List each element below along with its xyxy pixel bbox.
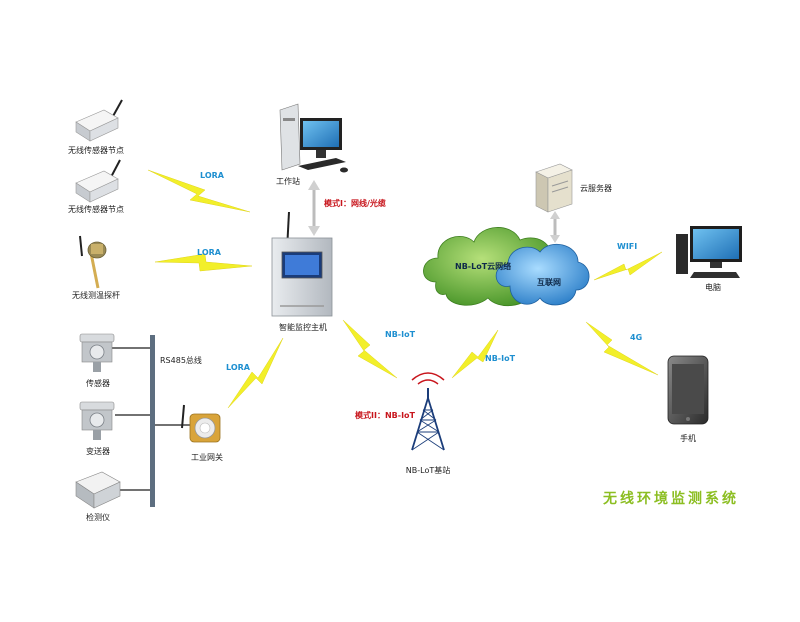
rs485-bus <box>112 335 195 507</box>
nb-base-station-icon <box>411 372 445 451</box>
arrow-server-cloud <box>550 211 560 243</box>
label-lora-2: LORA <box>197 248 221 257</box>
computer-icon <box>676 226 742 278</box>
label-wifi: WIFI <box>617 242 638 251</box>
lightning-4g <box>585 321 659 376</box>
label-mode-1: 模式I：网线/光缆 <box>324 199 386 208</box>
diagram-title: 无线环境监测系统 <box>603 491 739 507</box>
label-cloud-server: 云服务器 <box>580 184 612 193</box>
lightning-nb-iot-2 <box>451 329 499 379</box>
label-4g: 4G <box>630 333 643 342</box>
label-mode-2: 模式II：NB-IoT <box>355 411 415 420</box>
wireless-sensor-node-1-icon <box>75 99 123 142</box>
label-wireless-sensor-node-1: 无线传感器节点 <box>68 146 124 155</box>
arrow-workstation-controller <box>308 180 320 236</box>
label-sensor: 传感器 <box>86 379 110 388</box>
sensor-icon <box>79 333 115 372</box>
label-lora-1: LORA <box>200 171 224 180</box>
label-workstation: 工作站 <box>276 177 300 186</box>
label-nb-cloud: NB-LoT云网络 <box>455 262 512 271</box>
label-wireless-temp-pole: 无线测温探杆 <box>72 291 120 300</box>
label-nb-base-station: NB-LoT基站 <box>405 466 451 475</box>
transmitter-icon <box>79 401 115 440</box>
label-phone: 手机 <box>680 434 696 443</box>
lightning-wifi <box>593 251 663 281</box>
wireless-sensor-node-2-icon <box>75 159 121 203</box>
smart-controller-icon <box>271 211 333 317</box>
lightning-lora-1 <box>147 169 251 213</box>
wireless-temp-pole-icon <box>79 235 107 289</box>
label-nb-iot-1: NB-IoT <box>385 330 416 339</box>
label-computer: 电脑 <box>705 283 721 292</box>
cloud-server-icon <box>535 163 573 213</box>
lightning-lora-3 <box>227 337 284 409</box>
lightning-lora-2 <box>154 253 253 272</box>
industrial-gateway-icon <box>181 404 221 443</box>
label-wireless-sensor-node-2: 无线传感器节点 <box>68 205 124 214</box>
detector-icon <box>75 471 121 509</box>
label-detector: 检测仪 <box>86 513 110 522</box>
label-industrial-gateway: 工业网关 <box>191 453 223 462</box>
phone-icon <box>667 355 709 425</box>
label-smart-controller: 智能监控主机 <box>279 323 327 332</box>
label-lora-3: LORA <box>226 363 250 372</box>
label-internet: 互联网 <box>537 278 561 287</box>
label-transmitter: 变送器 <box>86 447 110 456</box>
lightning-nb-iot-1 <box>342 319 398 379</box>
label-rs485-bus: RS485总线 <box>160 356 202 365</box>
label-nb-iot-2: NB-IoT <box>485 354 516 363</box>
internet-cloud-shape <box>495 243 590 306</box>
workstation-icon <box>279 103 348 173</box>
